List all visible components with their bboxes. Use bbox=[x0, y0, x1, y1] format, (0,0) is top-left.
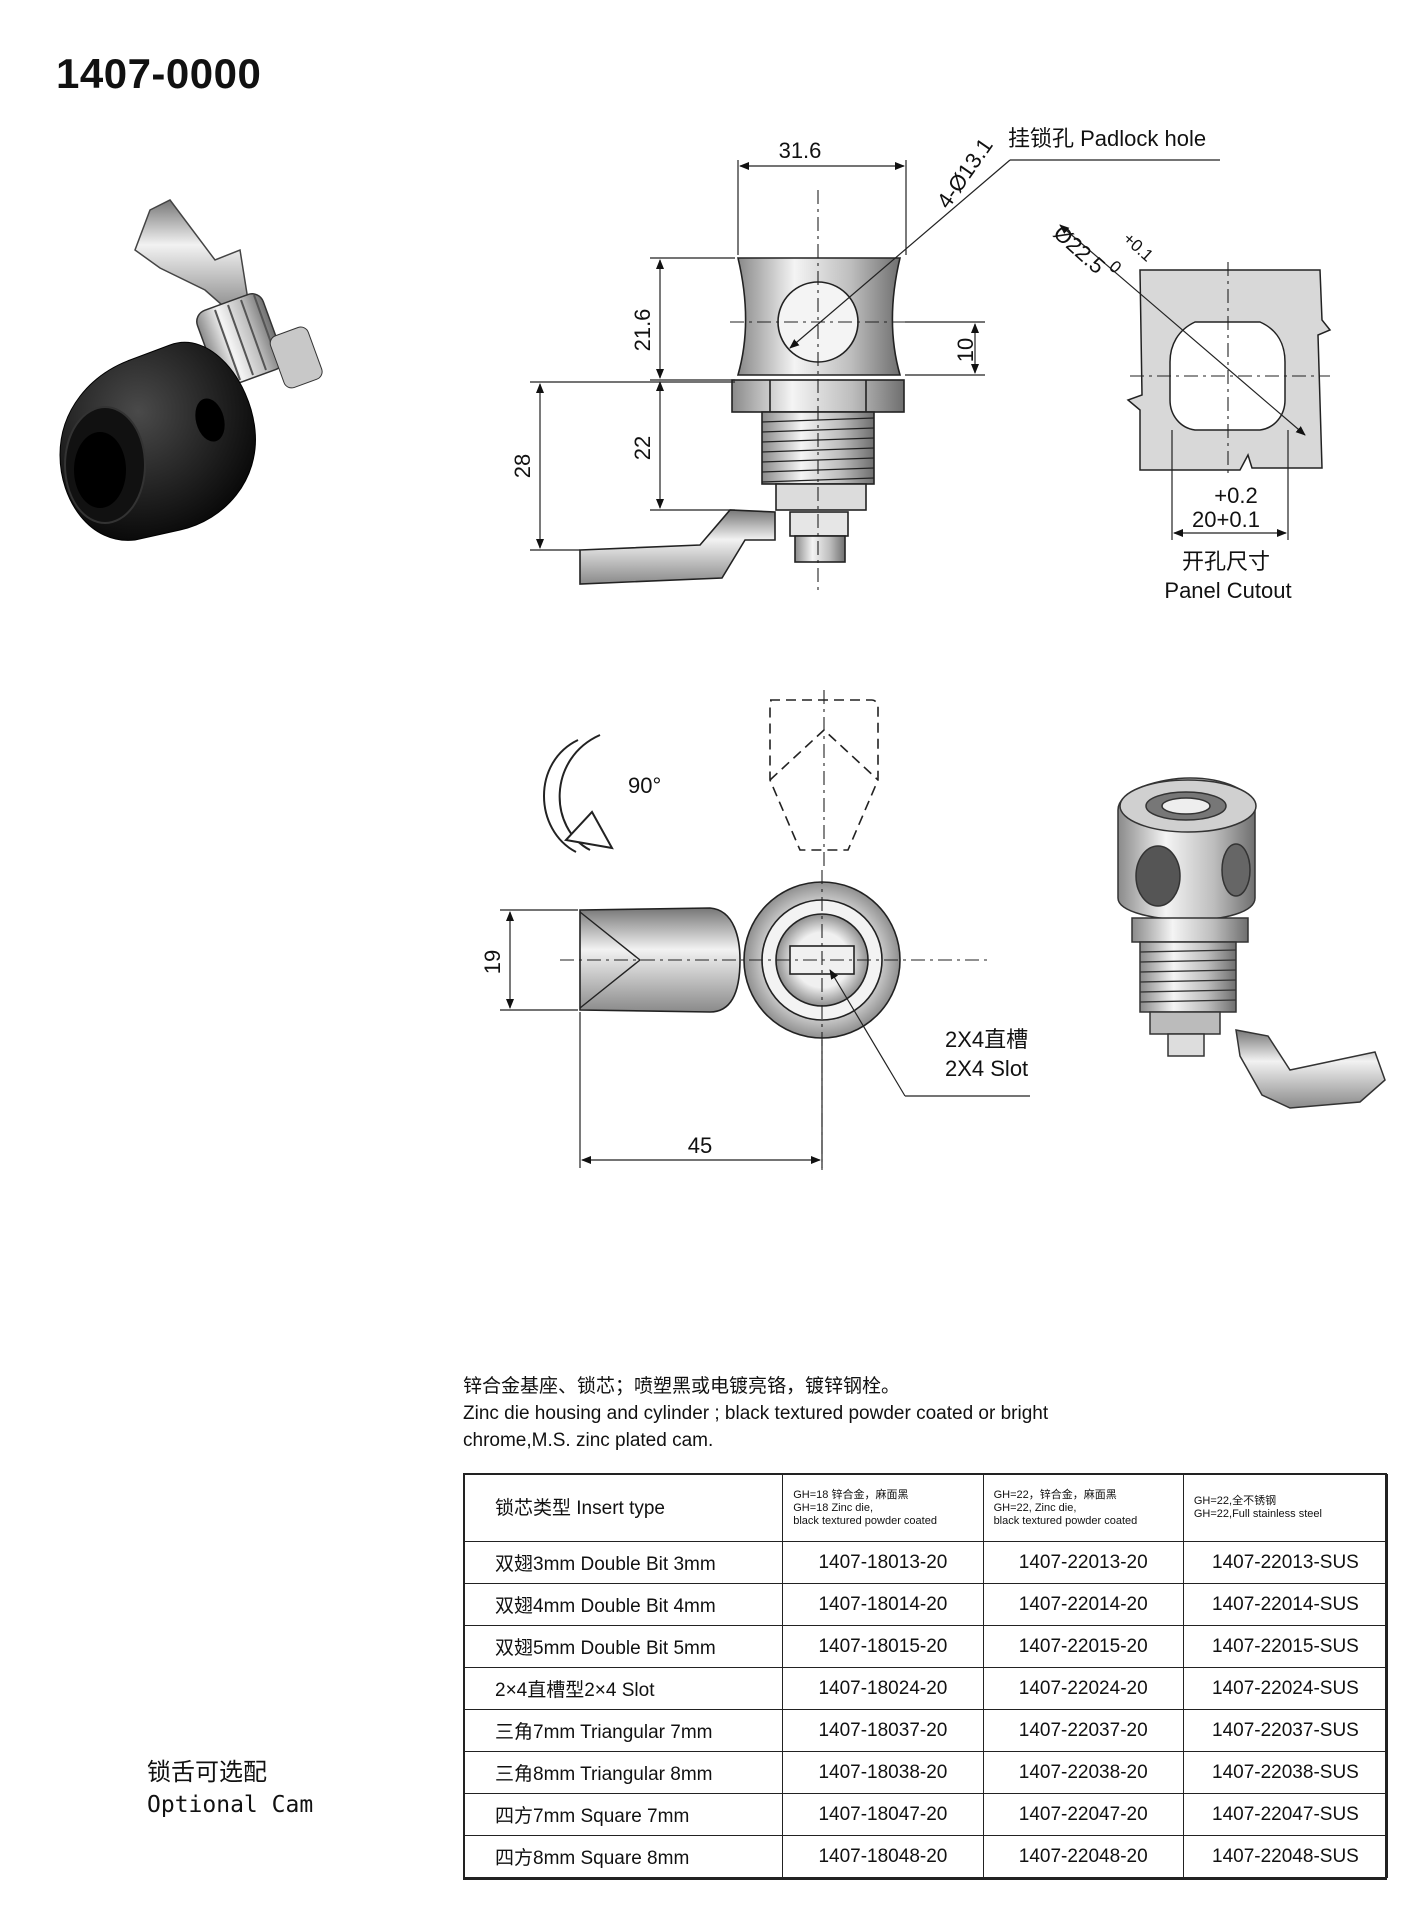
part-number-cell: 1407-22037-20 bbox=[982, 1709, 1184, 1752]
cutout-width: 20+0.1 bbox=[1192, 507, 1260, 532]
header-gh18-zinc: GH=18 锌合金，麻面黑 GH=18 Zinc die, black text… bbox=[782, 1474, 984, 1542]
part-number-title: 1407-0000 bbox=[56, 50, 262, 97]
cutout-dia: Ø22.5 bbox=[1049, 220, 1110, 279]
insert-type-cell: 双翅3mm Double Bit 3mm bbox=[463, 1541, 784, 1584]
product-photo-chrome bbox=[1117, 777, 1386, 1109]
header-insert-type: 锁芯类型 Insert type bbox=[463, 1474, 784, 1542]
panel-cutout-label-cn: 开孔尺寸 bbox=[1182, 549, 1270, 574]
material-note: 锌合金基座、锁芯；喷塑黑或电镀亮铬，镀锌钢栓。 Zinc die housing… bbox=[463, 1373, 1048, 1454]
table-row: 三角7mm Triangular 7mm 1407-18037-20 1407-… bbox=[463, 1709, 1389, 1752]
table-row: 双翅4mm Double Bit 4mm 1407-18014-20 1407-… bbox=[463, 1583, 1389, 1626]
slot-label-en: 2X4 Slot bbox=[945, 1056, 1028, 1081]
table-row: 2×4直槽型2×4 Slot 1407-18024-20 1407-22024-… bbox=[463, 1667, 1389, 1710]
table-row: 四方7mm Square 7mm 1407-18047-20 1407-2204… bbox=[463, 1793, 1389, 1836]
panel-cutout-label-en: Panel Cutout bbox=[1164, 578, 1291, 603]
part-number-cell: 1407-22047-20 bbox=[982, 1793, 1184, 1836]
part-number-cell: 1407-22024-20 bbox=[982, 1667, 1184, 1710]
part-number-cell: 1407-18038-20 bbox=[782, 1751, 984, 1794]
cutout-width-tol: +0.2 bbox=[1214, 483, 1257, 508]
insert-type-cell: 三角7mm Triangular 7mm bbox=[463, 1709, 784, 1752]
panel-cutout-drawing bbox=[1059, 224, 1332, 540]
insert-type-cell: 四方8mm Square 8mm bbox=[463, 1835, 784, 1878]
header-gh22-stainless: GH=22,全不锈钢 GH=22,Full stainless steel bbox=[1182, 1474, 1389, 1542]
padlock-hole-label: 挂锁孔 Padlock hole bbox=[1008, 126, 1206, 151]
dim-width: 31.6 bbox=[779, 138, 822, 163]
part-number-cell: 1407-18037-20 bbox=[782, 1709, 984, 1752]
dim-cam-width: 19 bbox=[480, 950, 505, 974]
part-number-table: 锁芯类型 Insert type GH=18 锌合金，麻面黑 GH=18 Zin… bbox=[463, 1474, 1389, 1878]
insert-type-cell: 四方7mm Square 7mm bbox=[463, 1793, 784, 1836]
part-number-cell: 1407-22038-20 bbox=[982, 1751, 1184, 1794]
dim-hole-center: 10 bbox=[953, 338, 978, 362]
dim-head-height: 21.6 bbox=[630, 309, 655, 352]
dim-bore: 4-Ø13.1 bbox=[932, 133, 998, 212]
part-number-cell: 1407-22015-20 bbox=[982, 1625, 1184, 1668]
part-number-cell: 1407-22048-SUS bbox=[1182, 1835, 1389, 1878]
table-row: 四方8mm Square 8mm 1407-18048-20 1407-2204… bbox=[463, 1835, 1389, 1878]
part-number-cell: 1407-18014-20 bbox=[782, 1583, 984, 1626]
material-note-cn: 锌合金基座、锁芯；喷塑黑或电镀亮铬，镀锌钢栓。 bbox=[463, 1376, 901, 1397]
dim-cam-length: 45 bbox=[688, 1133, 712, 1158]
material-note-en-1: Zinc die housing and cylinder ; black te… bbox=[463, 1403, 1049, 1424]
slot-label-cn: 2X4直槽 bbox=[945, 1027, 1028, 1052]
front-view bbox=[530, 159, 1220, 590]
insert-type-cell: 双翅5mm Double Bit 5mm bbox=[463, 1625, 784, 1668]
part-number-cell: 1407-22037-SUS bbox=[1182, 1709, 1389, 1752]
part-number-cell: 1407-18024-20 bbox=[782, 1667, 984, 1710]
part-number-cell: 1407-18013-20 bbox=[782, 1541, 984, 1584]
part-number-cell: 1407-22015-SUS bbox=[1182, 1625, 1389, 1668]
material-note-en-2: chrome,M.S. zinc plated cam. bbox=[463, 1430, 714, 1451]
table-row: 双翅3mm Double Bit 3mm 1407-18013-20 1407-… bbox=[463, 1541, 1389, 1584]
table-row: 三角8mm Triangular 8mm 1407-18038-20 1407-… bbox=[463, 1751, 1389, 1794]
rotation-angle: 90° bbox=[628, 773, 661, 798]
product-photo-black bbox=[59, 199, 323, 541]
dim-body: 22 bbox=[630, 436, 655, 460]
part-number-cell: 1407-22048-20 bbox=[982, 1835, 1184, 1878]
table-header-row: 锁芯类型 Insert type GH=18 锌合金，麻面黑 GH=18 Zin… bbox=[463, 1474, 1389, 1542]
optional-cam-note: 锁舌可选配 Optional Cam bbox=[147, 1757, 313, 1821]
part-number-cell: 1407-22013-SUS bbox=[1182, 1541, 1389, 1584]
part-number-cell: 1407-18047-20 bbox=[782, 1793, 984, 1836]
top-view bbox=[500, 690, 1030, 1170]
cutout-dia-tol-upper: +0.1 bbox=[1119, 229, 1157, 266]
part-number-cell: 1407-22038-SUS bbox=[1182, 1751, 1389, 1794]
part-number-cell: 1407-22014-SUS bbox=[1182, 1583, 1389, 1626]
insert-type-cell: 三角8mm Triangular 8mm bbox=[463, 1751, 784, 1794]
optional-cam-cn: 锁舌可选配 bbox=[147, 1759, 267, 1786]
insert-type-cell: 双翅4mm Double Bit 4mm bbox=[463, 1583, 784, 1626]
dim-total: 28 bbox=[510, 454, 535, 478]
part-number-cell: 1407-18015-20 bbox=[782, 1625, 984, 1668]
insert-type-cell: 2×4直槽型2×4 Slot bbox=[463, 1667, 784, 1710]
optional-cam-en: Optional Cam bbox=[147, 1792, 314, 1818]
part-number-cell: 1407-22024-SUS bbox=[1182, 1667, 1389, 1710]
header-gh22-zinc: GH=22，锌合金，麻面黑 GH=22, Zinc die, black tex… bbox=[982, 1474, 1184, 1542]
part-number-cell: 1407-22047-SUS bbox=[1182, 1793, 1389, 1836]
part-number-cell: 1407-18048-20 bbox=[782, 1835, 984, 1878]
part-number-cell: 1407-22014-20 bbox=[982, 1583, 1184, 1626]
part-number-cell: 1407-22013-20 bbox=[982, 1541, 1184, 1584]
table-row: 双翅5mm Double Bit 5mm 1407-18015-20 1407-… bbox=[463, 1625, 1389, 1668]
